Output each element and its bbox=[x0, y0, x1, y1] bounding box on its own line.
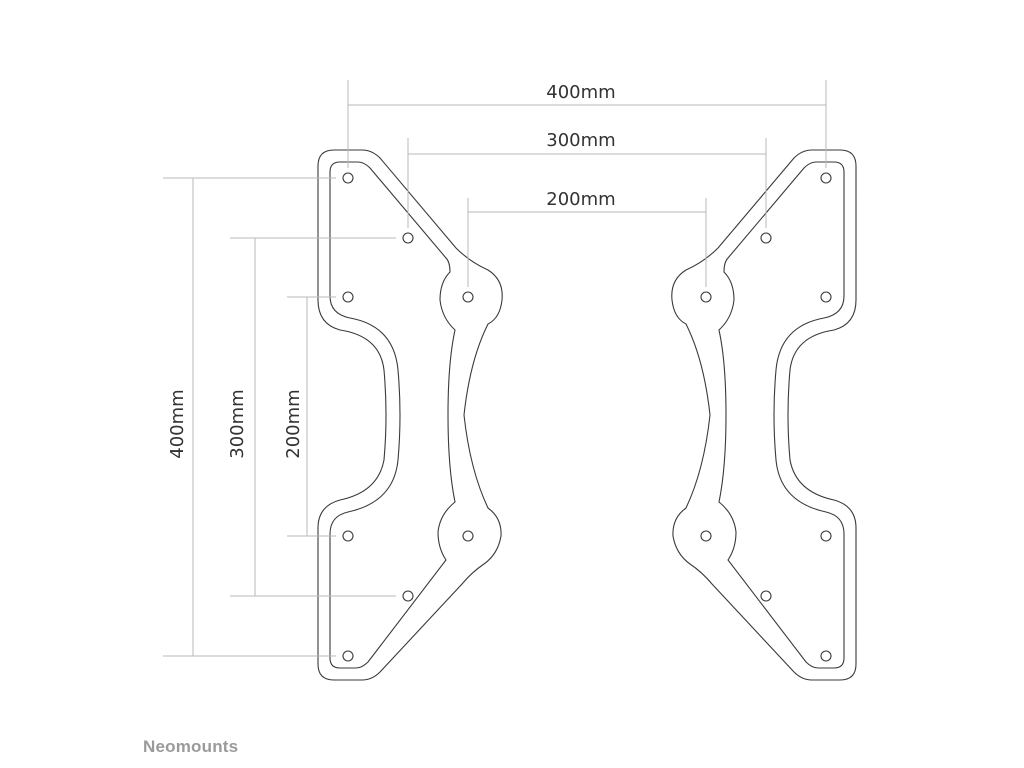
right-hole-200-outer-bottom bbox=[820, 530, 832, 542]
right-hole-300-bottom bbox=[760, 590, 772, 602]
height-400-label: 400mm bbox=[167, 389, 188, 458]
left-hole-200-outer-top bbox=[342, 291, 354, 303]
right-hole-200-outer-top bbox=[820, 291, 832, 303]
left-hole-200-inner-top bbox=[462, 291, 474, 303]
height-300-label: 300mm bbox=[227, 389, 248, 458]
left-bracket-plate bbox=[317, 149, 503, 681]
right-hole-400-bottom bbox=[820, 650, 832, 662]
right-hole-400-top bbox=[820, 172, 832, 184]
left-hole-400-bottom bbox=[342, 650, 354, 662]
width-400-label: 400mm bbox=[546, 82, 615, 103]
left-hole-300-bottom bbox=[402, 590, 414, 602]
horizontal-dimensions bbox=[347, 80, 827, 287]
left-hole-200-outer-bottom bbox=[342, 530, 354, 542]
right-bracket-plate bbox=[671, 149, 857, 681]
left-hole-300-top bbox=[402, 232, 414, 244]
vertical-dimensions bbox=[163, 177, 396, 657]
right-hole-200-inner-top bbox=[700, 291, 712, 303]
right-hole-300-top bbox=[760, 232, 772, 244]
width-300-label: 300mm bbox=[546, 130, 615, 151]
height-200-label: 200mm bbox=[283, 389, 304, 458]
brand-logo: Neomounts bbox=[143, 737, 238, 756]
left-hole-200-inner-bottom bbox=[462, 530, 474, 542]
width-200-label: 200mm bbox=[546, 189, 615, 210]
right-hole-200-inner-bottom bbox=[700, 530, 712, 542]
left-hole-400-top bbox=[342, 172, 354, 184]
